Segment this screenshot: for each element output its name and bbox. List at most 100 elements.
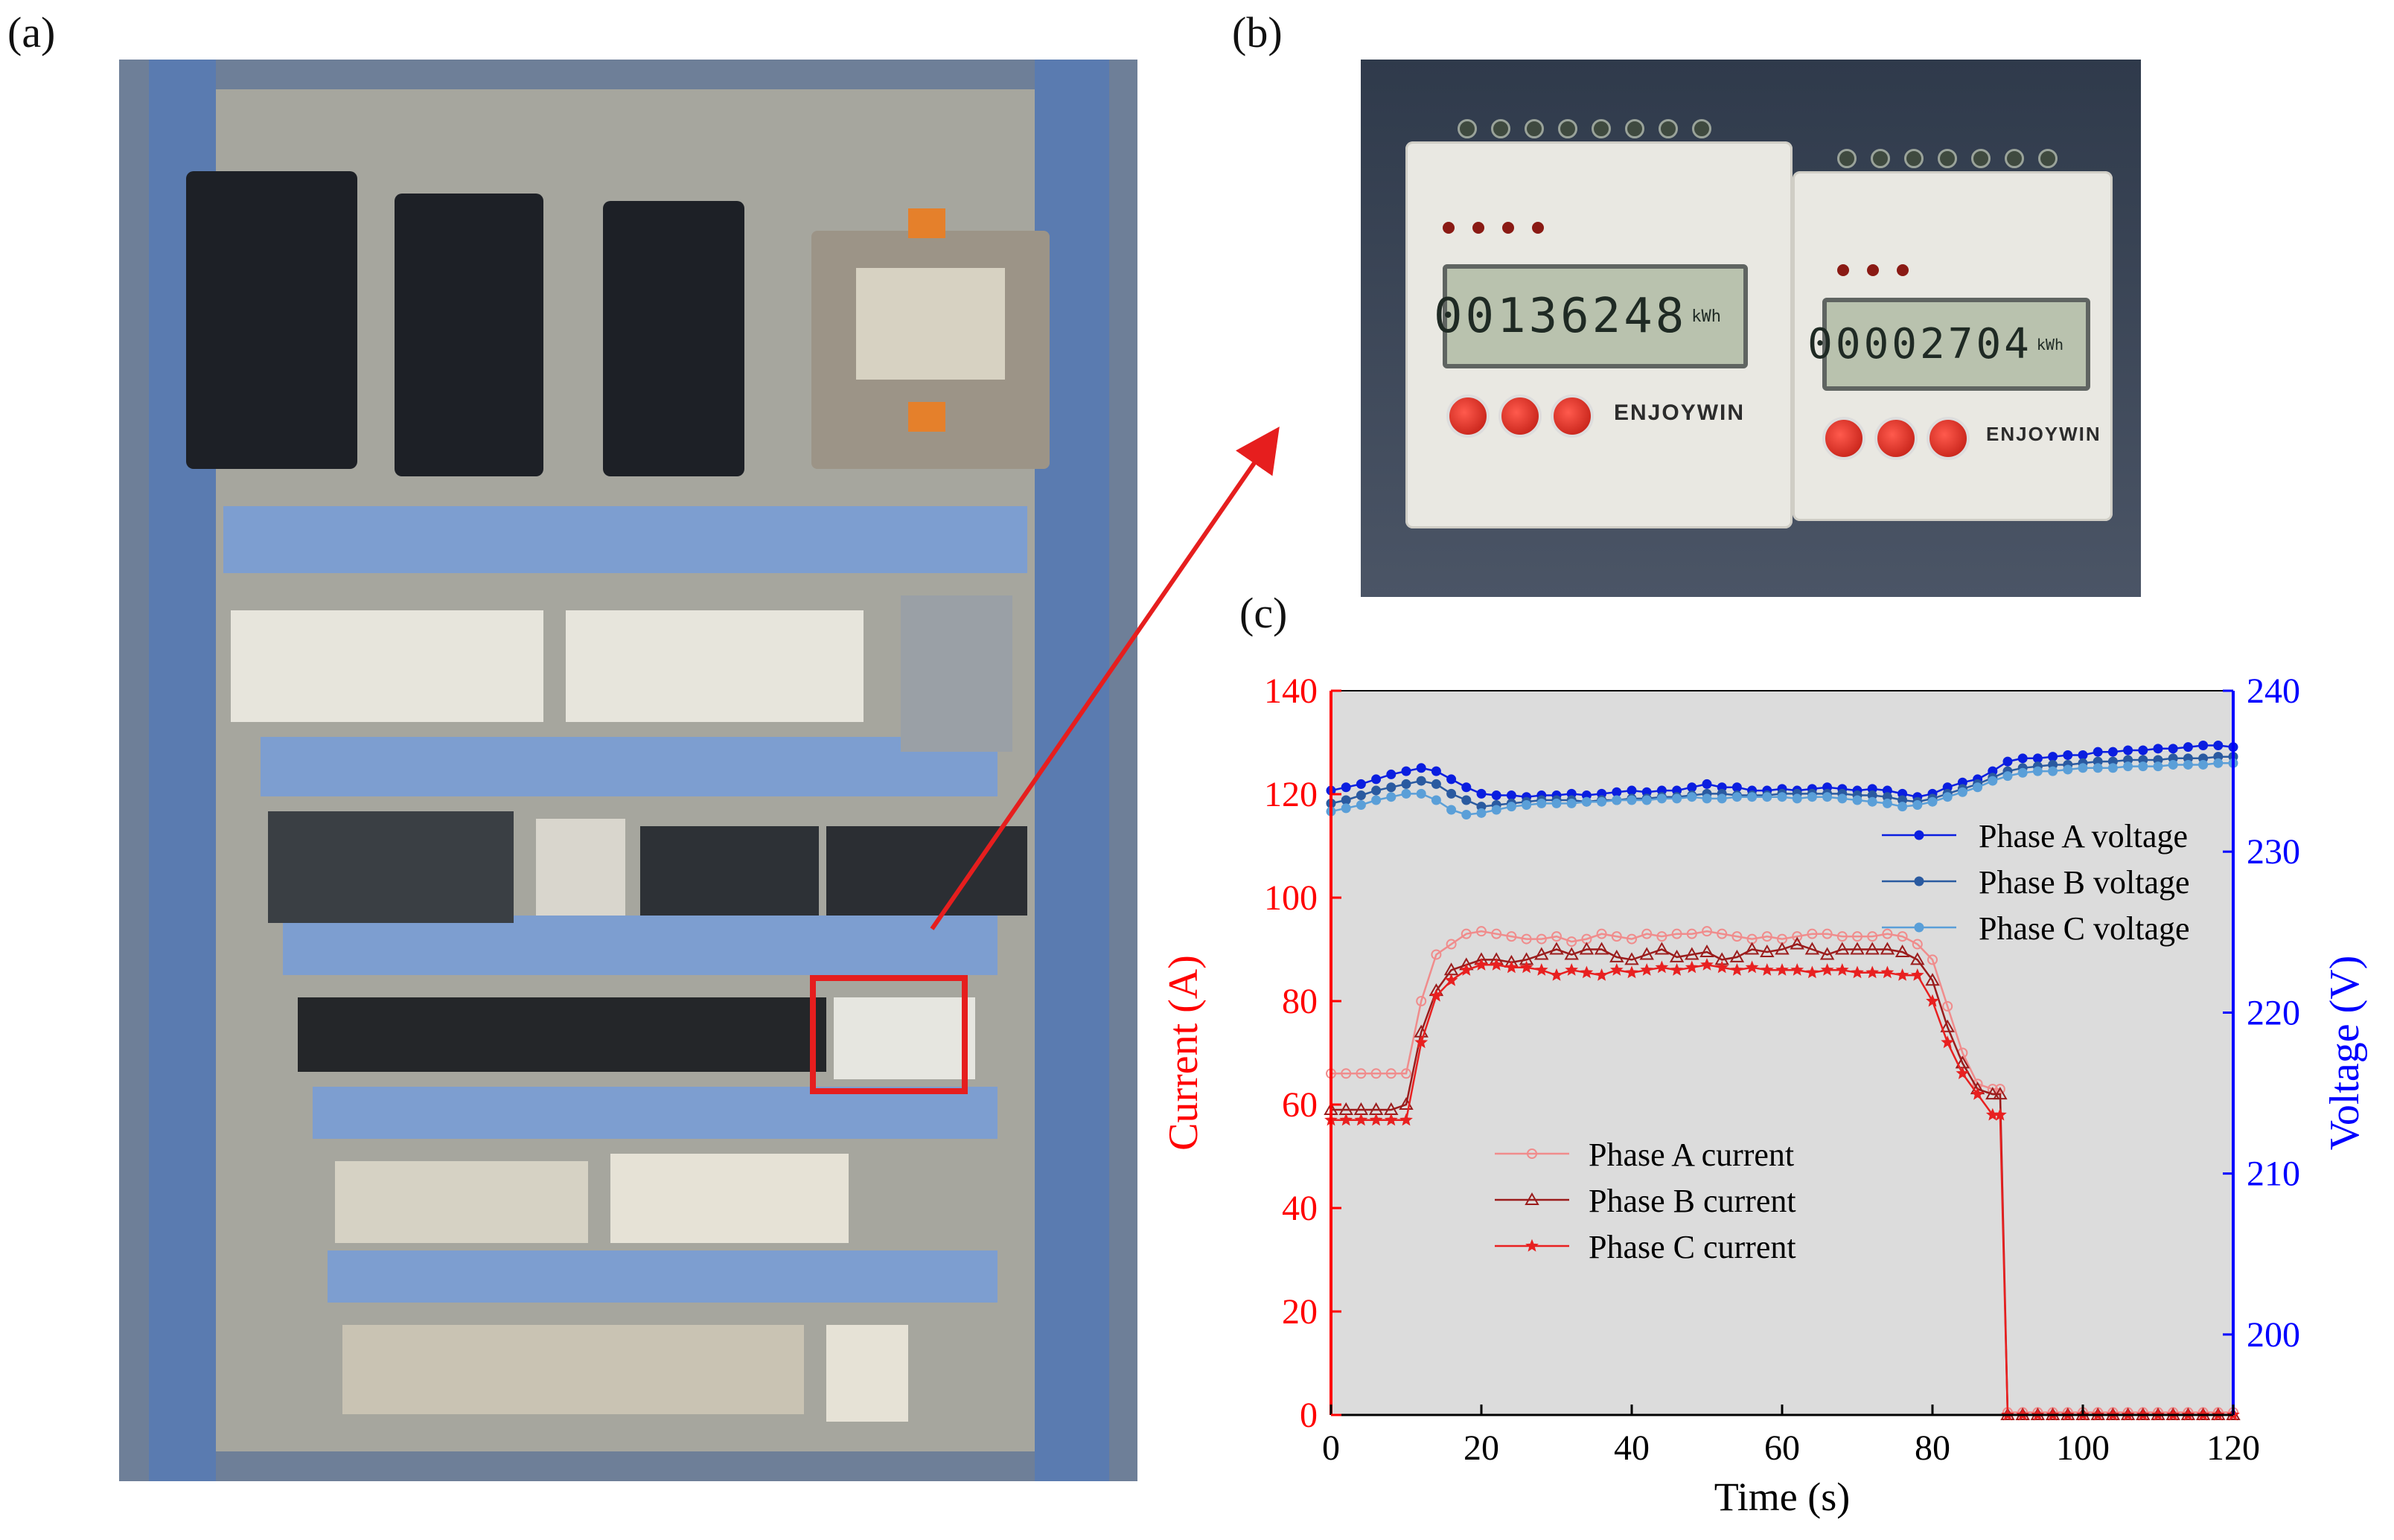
voltage-point (1461, 782, 1472, 793)
voltage-point (2093, 763, 2103, 773)
current-point (1534, 962, 1548, 976)
x-tick-label: 120 (2206, 1428, 2260, 1468)
current-point (1993, 1087, 2008, 1100)
meter-right-led (1867, 264, 1879, 276)
voltage-point (1627, 785, 1637, 796)
current-point (1401, 1068, 1411, 1079)
voltage-point (2123, 745, 2133, 755)
voltage-point (1777, 792, 1787, 802)
terminal-screw (2005, 149, 2024, 168)
voltage-point (1416, 763, 1426, 773)
y-left-tick-label: 140 (1264, 671, 1318, 711)
voltage-point (2123, 761, 2133, 772)
current-point (1444, 973, 1458, 986)
current-point (1836, 931, 1848, 942)
y-right-axis-title: Voltage (V) (2322, 956, 2368, 1151)
voltage-point (1506, 790, 1516, 801)
current-point (1461, 928, 1472, 939)
voltage-point (2017, 767, 2028, 778)
y-left-tick-label: 100 (1264, 878, 1318, 918)
voltage-point (1731, 782, 1742, 793)
current-point (1940, 1019, 1955, 1032)
voltage-point (2063, 750, 2073, 760)
voltage-point (1927, 796, 1938, 807)
current-point (1925, 973, 1940, 986)
meter-left-led (1472, 222, 1484, 234)
voltage-point (2138, 745, 2148, 755)
y-left-tick-label: 80 (1282, 982, 1318, 1021)
voltage-point (1702, 793, 1712, 804)
y-right-tick-label: 220 (2247, 993, 2300, 1032)
voltage-point (1641, 795, 1652, 805)
current-point (1729, 949, 1745, 962)
voltage-point (1807, 792, 1817, 802)
terminal-screw (1625, 119, 1644, 138)
legend-current-marker (1525, 1239, 1539, 1252)
current-point (1640, 962, 1654, 976)
current-point (1414, 1035, 1429, 1049)
cabinet-illustration (119, 60, 1137, 1481)
meter-left-reading: 00136248 (1434, 289, 1688, 344)
current-point (1820, 962, 1834, 976)
current-point (1941, 1035, 1955, 1049)
voltage-point (1597, 796, 1607, 807)
voltage-point (2002, 771, 2013, 782)
current-point (1429, 988, 1443, 1002)
current-point (1354, 1113, 1368, 1126)
current-point (1550, 968, 1563, 981)
x-tick-label: 40 (1614, 1428, 1650, 1468)
voltage-point (2198, 741, 2209, 751)
terminal-screw (1659, 119, 1678, 138)
y-left-tick-label: 40 (1282, 1189, 1318, 1228)
voltage-point (1386, 792, 1396, 802)
current-point (1702, 926, 1712, 937)
current-point (1819, 947, 1835, 960)
voltage-point (1687, 792, 1697, 802)
y-right-tick-label: 230 (2247, 832, 2300, 872)
voltage-point (1988, 776, 1998, 786)
voltage-point (1446, 774, 1457, 785)
meter-left-led (1502, 222, 1514, 234)
current-point (1835, 962, 1849, 976)
x-tick-label: 100 (2056, 1428, 2110, 1468)
meter-left-led (1532, 222, 1544, 234)
y-left-axis-title: Current (A) (1161, 955, 1207, 1151)
current-point (1926, 994, 1939, 1007)
current-point (1730, 962, 1744, 976)
meter-left-button (1551, 394, 1594, 438)
voltage-point (1957, 787, 1967, 797)
voltage-point (2002, 756, 2013, 767)
current-point (1760, 944, 1775, 957)
voltage-point (2107, 747, 2118, 757)
current-point (1369, 1113, 1383, 1126)
terminal-screw (1904, 149, 1924, 168)
voltage-point (2168, 744, 2178, 754)
panel-label-c: (c) (1239, 589, 1288, 637)
terminal-screw (2038, 149, 2058, 168)
current-point (1459, 962, 1473, 976)
voltage-point (2213, 758, 2224, 768)
current-point (1822, 928, 1833, 939)
voltage-point (2093, 747, 2103, 757)
x-tick-label: 60 (1764, 1428, 1800, 1468)
voltage-point (2048, 752, 2058, 762)
current-point (1431, 949, 1442, 960)
current-point (1835, 942, 1850, 955)
voltage-point (1416, 776, 1426, 786)
voltage-point (1461, 809, 1472, 819)
current-point (1865, 942, 1880, 955)
current-point (1504, 960, 1519, 974)
voltage-point (1747, 792, 1758, 802)
x-tick-label: 0 (1322, 1428, 1340, 1468)
meter-right-button (1874, 417, 1918, 460)
voltage-point (1386, 769, 1396, 779)
current-point (1715, 960, 1729, 974)
voltage-point (1612, 787, 1622, 797)
current-point (1611, 931, 1622, 942)
voltage-point (1702, 779, 1712, 789)
meter-right-led (1837, 264, 1849, 276)
current-point (1506, 931, 1517, 942)
current-point (1491, 928, 1502, 939)
voltage-point (1897, 802, 1908, 812)
